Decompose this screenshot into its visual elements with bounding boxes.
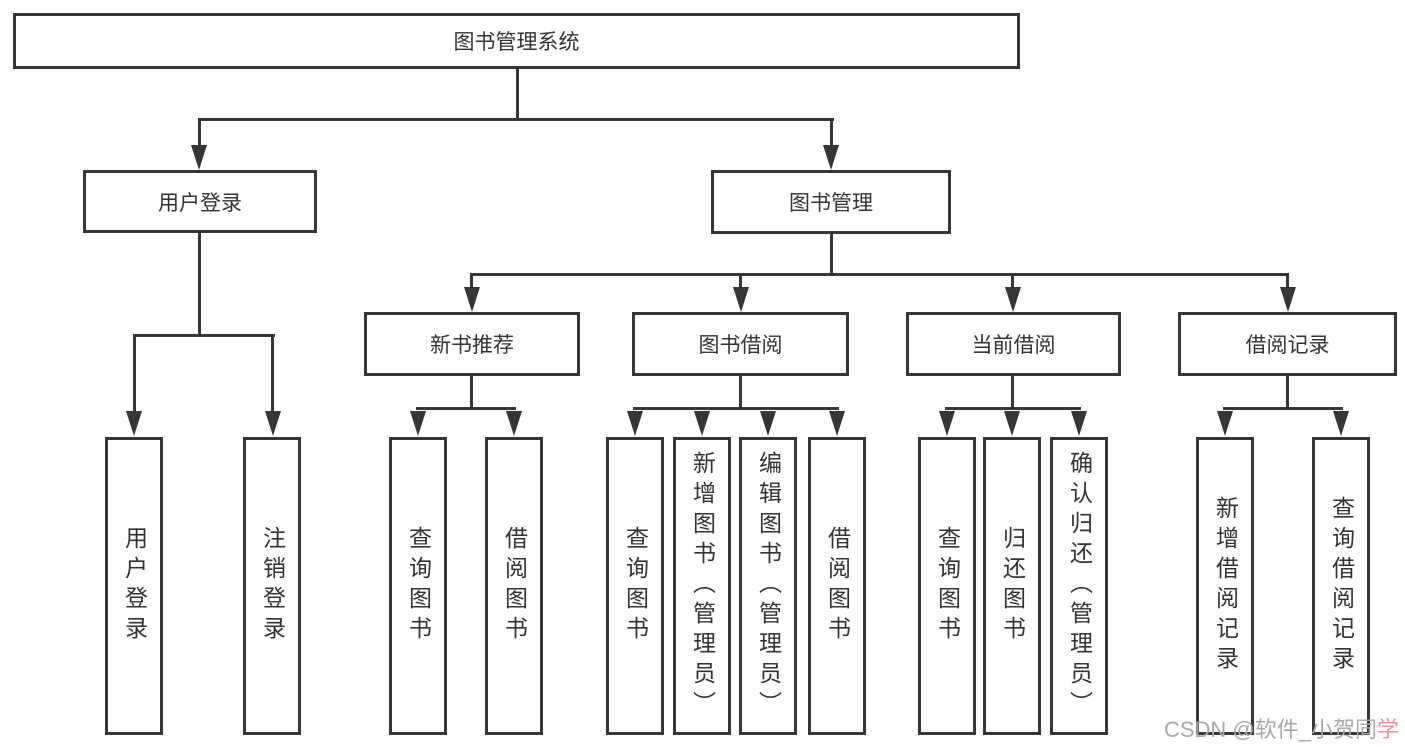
connector-line bbox=[1011, 273, 1014, 289]
connector-line bbox=[739, 273, 742, 289]
connector-line bbox=[830, 234, 833, 276]
connector-line bbox=[416, 407, 516, 410]
connector-line bbox=[1286, 376, 1289, 410]
connector-line bbox=[198, 118, 201, 148]
leaf-current-confirm-return-admin: 确认归还（管理员） bbox=[1050, 437, 1108, 735]
arrow-down-icon bbox=[694, 411, 710, 436]
arrow-down-icon bbox=[733, 287, 749, 312]
connector-line bbox=[133, 334, 136, 414]
connector-line bbox=[471, 273, 1289, 276]
node-current-borrowing-label: 当前借阅 bbox=[971, 334, 1056, 357]
leaf-records-query-borrow-record-label: 查询借阅记录 bbox=[1328, 496, 1355, 676]
leaf-current-query-books-label: 查询图书 bbox=[934, 526, 961, 646]
leaf-current-query-books: 查询图书 bbox=[918, 437, 976, 735]
node-new-book-recommend: 新书推荐 bbox=[364, 312, 580, 376]
arrow-down-icon bbox=[939, 411, 955, 436]
arrow-down-icon bbox=[265, 411, 281, 436]
csdn-watermark-accent: 学 bbox=[1376, 717, 1399, 742]
node-library-system-label: 图书管理系统 bbox=[453, 31, 580, 54]
arrow-down-icon bbox=[1333, 411, 1349, 436]
leaf-current-return-books-label: 归还图书 bbox=[999, 526, 1026, 646]
arrow-down-icon bbox=[760, 411, 776, 436]
leaf-borrowing-add-books-admin-label: 新增图书（管理员） bbox=[689, 451, 716, 721]
leaf-borrowing-edit-books-admin: 编辑图书（管理员） bbox=[739, 437, 797, 735]
arrow-down-icon bbox=[1280, 287, 1296, 312]
node-borrowing-records: 借阅记录 bbox=[1178, 312, 1397, 376]
node-library-system: 图书管理系统 bbox=[13, 13, 1020, 69]
leaf-newbook-query-books-label: 查询图书 bbox=[405, 526, 432, 646]
arrow-down-icon bbox=[506, 411, 522, 436]
arrow-down-icon bbox=[191, 145, 207, 170]
leaf-newbook-query-books: 查询图书 bbox=[389, 437, 447, 735]
arrow-down-icon bbox=[829, 411, 845, 436]
connector-line bbox=[470, 376, 473, 410]
leaf-newbook-borrow-books: 借阅图书 bbox=[485, 437, 543, 735]
connector-line bbox=[1286, 273, 1289, 289]
arrow-down-icon bbox=[627, 411, 643, 436]
node-book-management: 图书管理 bbox=[711, 170, 951, 234]
arrow-down-icon bbox=[1071, 411, 1087, 436]
connector-line bbox=[739, 376, 742, 410]
arrow-down-icon bbox=[464, 287, 480, 312]
leaf-records-query-borrow-record: 查询借阅记录 bbox=[1312, 437, 1370, 735]
leaf-borrowing-borrow-books-label: 借阅图书 bbox=[824, 526, 851, 646]
leaf-logout-login: 注销登录 bbox=[243, 437, 301, 735]
arrow-down-icon bbox=[410, 411, 426, 436]
leaf-logout-login-label: 注销登录 bbox=[259, 526, 286, 646]
leaf-newbook-borrow-books-label: 借阅图书 bbox=[501, 526, 528, 646]
connector-line bbox=[470, 273, 473, 289]
connector-line bbox=[133, 334, 275, 337]
leaf-borrowing-edit-books-admin-label: 编辑图书（管理员） bbox=[755, 451, 782, 721]
node-current-borrowing: 当前借阅 bbox=[906, 312, 1121, 376]
node-book-borrowing-label: 图书借阅 bbox=[698, 334, 783, 357]
leaf-current-return-books: 归还图书 bbox=[983, 437, 1041, 735]
connector-line bbox=[271, 334, 274, 414]
arrow-down-icon bbox=[1004, 411, 1020, 436]
node-user-login-label: 用户登录 bbox=[158, 191, 242, 215]
arrow-down-icon bbox=[126, 411, 142, 436]
leaf-records-add-borrow-record: 新增借阅记录 bbox=[1196, 437, 1254, 735]
arrow-down-icon bbox=[1005, 287, 1021, 312]
leaf-borrowing-query-books: 查询图书 bbox=[606, 437, 664, 735]
connector-line bbox=[198, 118, 834, 121]
connector-line bbox=[1223, 407, 1343, 410]
leaf-borrowing-borrow-books: 借阅图书 bbox=[808, 437, 866, 735]
leaf-user-login-label: 用户登录 bbox=[121, 526, 148, 646]
connector-line bbox=[516, 69, 519, 119]
connector-line bbox=[198, 233, 201, 337]
csdn-watermark-text: CSDN @软件_小贺同 bbox=[1163, 717, 1377, 742]
node-user-login: 用户登录 bbox=[83, 170, 317, 233]
leaf-records-add-borrow-record-label: 新增借阅记录 bbox=[1212, 496, 1239, 676]
leaf-borrowing-add-books-admin: 新增图书（管理员） bbox=[673, 437, 731, 735]
node-new-book-recommend-label: 新书推荐 bbox=[430, 334, 514, 357]
leaf-user-login: 用户登录 bbox=[105, 437, 163, 735]
connector-line bbox=[1011, 376, 1014, 410]
leaf-borrowing-query-books-label: 查询图书 bbox=[622, 526, 649, 646]
connector-line bbox=[830, 118, 833, 148]
arrow-down-icon bbox=[823, 145, 839, 170]
csdn-watermark: CSDN @软件_小贺同学 bbox=[1164, 712, 1399, 744]
node-book-management-label: 图书管理 bbox=[789, 192, 873, 215]
node-borrowing-records-label: 借阅记录 bbox=[1245, 334, 1330, 357]
leaf-current-confirm-return-admin-label: 确认归还（管理员） bbox=[1066, 451, 1093, 721]
connector-line bbox=[633, 407, 839, 410]
arrow-down-icon bbox=[1217, 411, 1233, 436]
connector-line bbox=[945, 407, 1081, 410]
node-book-borrowing: 图书借阅 bbox=[632, 312, 849, 376]
